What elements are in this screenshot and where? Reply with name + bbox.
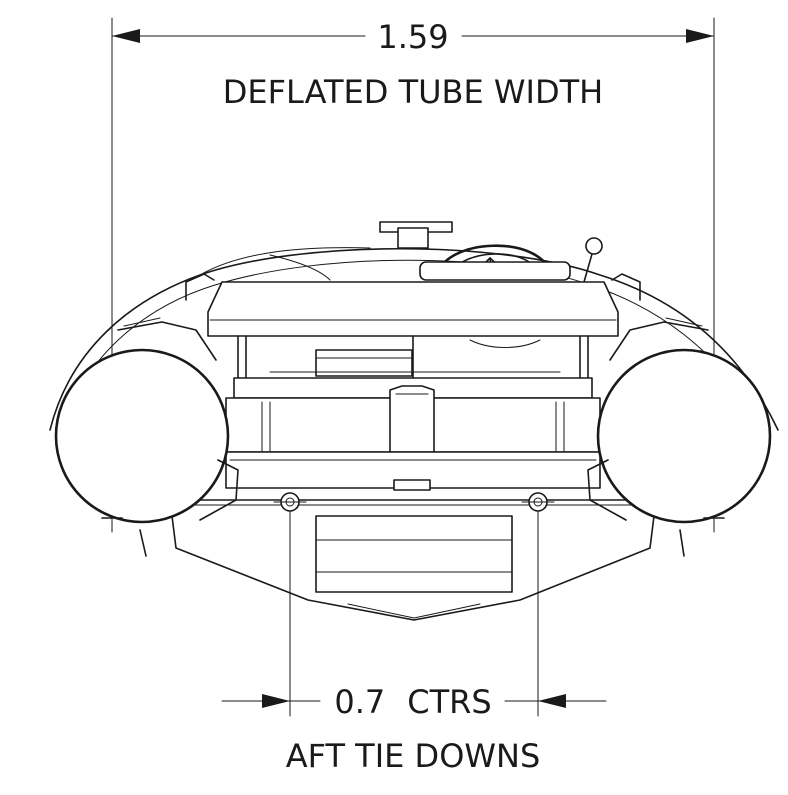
throttle-lever [583,237,603,283]
steering-wheel [419,244,571,281]
transom-drain [393,479,431,491]
tube-width-arrow-right [686,29,714,43]
tie-down-label: AFT TIE DOWNS [286,737,541,775]
motor-mount-plate [315,515,513,593]
tie-down-arrow-right [538,694,566,708]
tie-down-right [521,492,555,512]
tie-down-arrow-left [262,694,290,708]
handle-right [611,273,641,301]
hull-inner-sheer-arc [65,259,761,421]
bow-deck-curve [199,247,371,276]
bow-light-base [397,227,429,249]
tube-width-arrow-left [112,29,140,43]
console-canopy [207,281,619,337]
tube-right [587,317,772,524]
boat-outline [49,221,779,621]
bow-deck-curve-2 [269,254,331,281]
tube-width-value: 1.59 [377,18,448,56]
tube-left [54,317,239,524]
tie-down-left [273,492,307,512]
tube-width-dimension: 1.59 DEFLATED TUBE WIDTH [111,17,715,533]
console-curve [469,339,541,348]
handle-left [185,273,215,301]
hull-strake-left [139,529,147,557]
hull-strake-right [679,529,685,557]
transom-band [225,451,601,489]
bow-light [379,221,453,233]
skeg [347,603,481,619]
tube-width-label: DEFLATED TUBE WIDTH [223,73,603,111]
motor-well [389,385,435,453]
